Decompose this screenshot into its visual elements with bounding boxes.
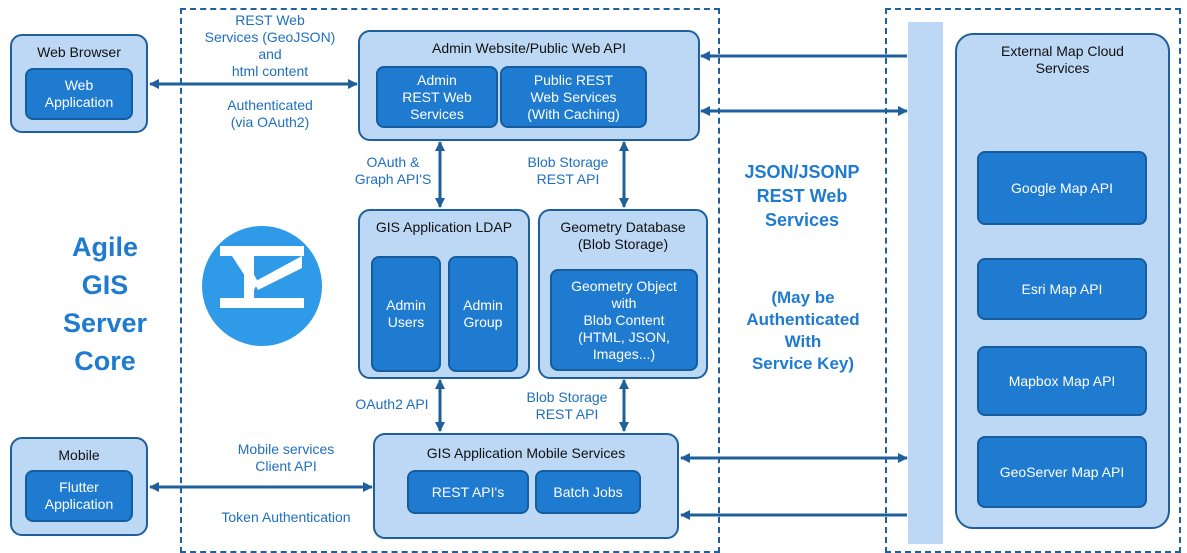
label-oauth2-api: OAuth2 API <box>355 396 429 412</box>
ldap-title: GIS Application LDAP <box>375 219 513 235</box>
esri-map-api-box: Esri Map API <box>977 258 1147 320</box>
json-services-note: (May be Authenticated With Service Key) <box>746 288 860 373</box>
geometry-object-box: Geometry Object with Blob Content (HTML,… <box>550 269 698 371</box>
label-token-auth: Token Authentication <box>221 509 351 525</box>
external-services-box: External Map Cloud Services Google Map A… <box>955 33 1170 529</box>
mobile-services-box: GIS Application Mobile Services REST API… <box>373 433 679 539</box>
external-services-title: External Map Cloud Services <box>1001 43 1124 76</box>
json-services-title: JSON/JSONP REST Web Services <box>744 162 860 230</box>
google-map-api-box: Google Map API <box>977 151 1147 225</box>
rest-apis-box: REST API's <box>407 470 529 514</box>
batch-jobs-box: Batch Jobs <box>535 470 641 514</box>
geoserver-map-api-box: GeoServer Map API <box>977 436 1147 508</box>
web-application-box: Web Application <box>25 68 133 120</box>
ldap-box: GIS Application LDAP Admin Users Admin G… <box>358 209 530 379</box>
mobile-title: Mobile <box>58 447 100 463</box>
geometry-db-box: Geometry Database (Blob Storage) Geometr… <box>538 209 708 379</box>
mobile-services-title: GIS Application Mobile Services <box>426 445 626 461</box>
service-bus-bar <box>908 22 943 544</box>
admin-rest-services-box: Admin REST Web Services <box>376 66 498 128</box>
mapbox-map-api-box: Mapbox Map API <box>977 346 1147 416</box>
label-mobile-client: Mobile services Client API <box>237 441 335 474</box>
admin-group-box: Admin Group <box>448 256 518 372</box>
web-browser-title: Web Browser <box>37 44 121 60</box>
mobile-box: Mobile Flutter Application <box>10 437 148 536</box>
admin-website-box: Admin Website/Public Web API Admin REST … <box>358 30 700 141</box>
logo-icon <box>202 226 322 346</box>
flutter-application-box: Flutter Application <box>25 470 133 522</box>
label-authenticated: Authenticated (via OAuth2) <box>227 97 313 130</box>
public-rest-services-box: Public REST Web Services (With Caching) <box>500 66 647 128</box>
label-blob-rest-top: Blob Storage REST API <box>527 154 609 187</box>
label-oauth-graph: OAuth & Graph API'S <box>354 154 432 187</box>
web-browser-box: Web Browser Web Application <box>10 34 148 133</box>
core-label: Agile GIS Server Core <box>62 232 148 376</box>
admin-website-title: Admin Website/Public Web API <box>431 40 627 56</box>
label-rest-geojson: REST Web Services (GeoJSON) and html con… <box>204 12 336 79</box>
geometry-db-title: Geometry Database (Blob Storage) <box>560 219 686 252</box>
label-blob-rest-bottom: Blob Storage REST API <box>526 389 608 422</box>
admin-users-box: Admin Users <box>371 256 441 372</box>
